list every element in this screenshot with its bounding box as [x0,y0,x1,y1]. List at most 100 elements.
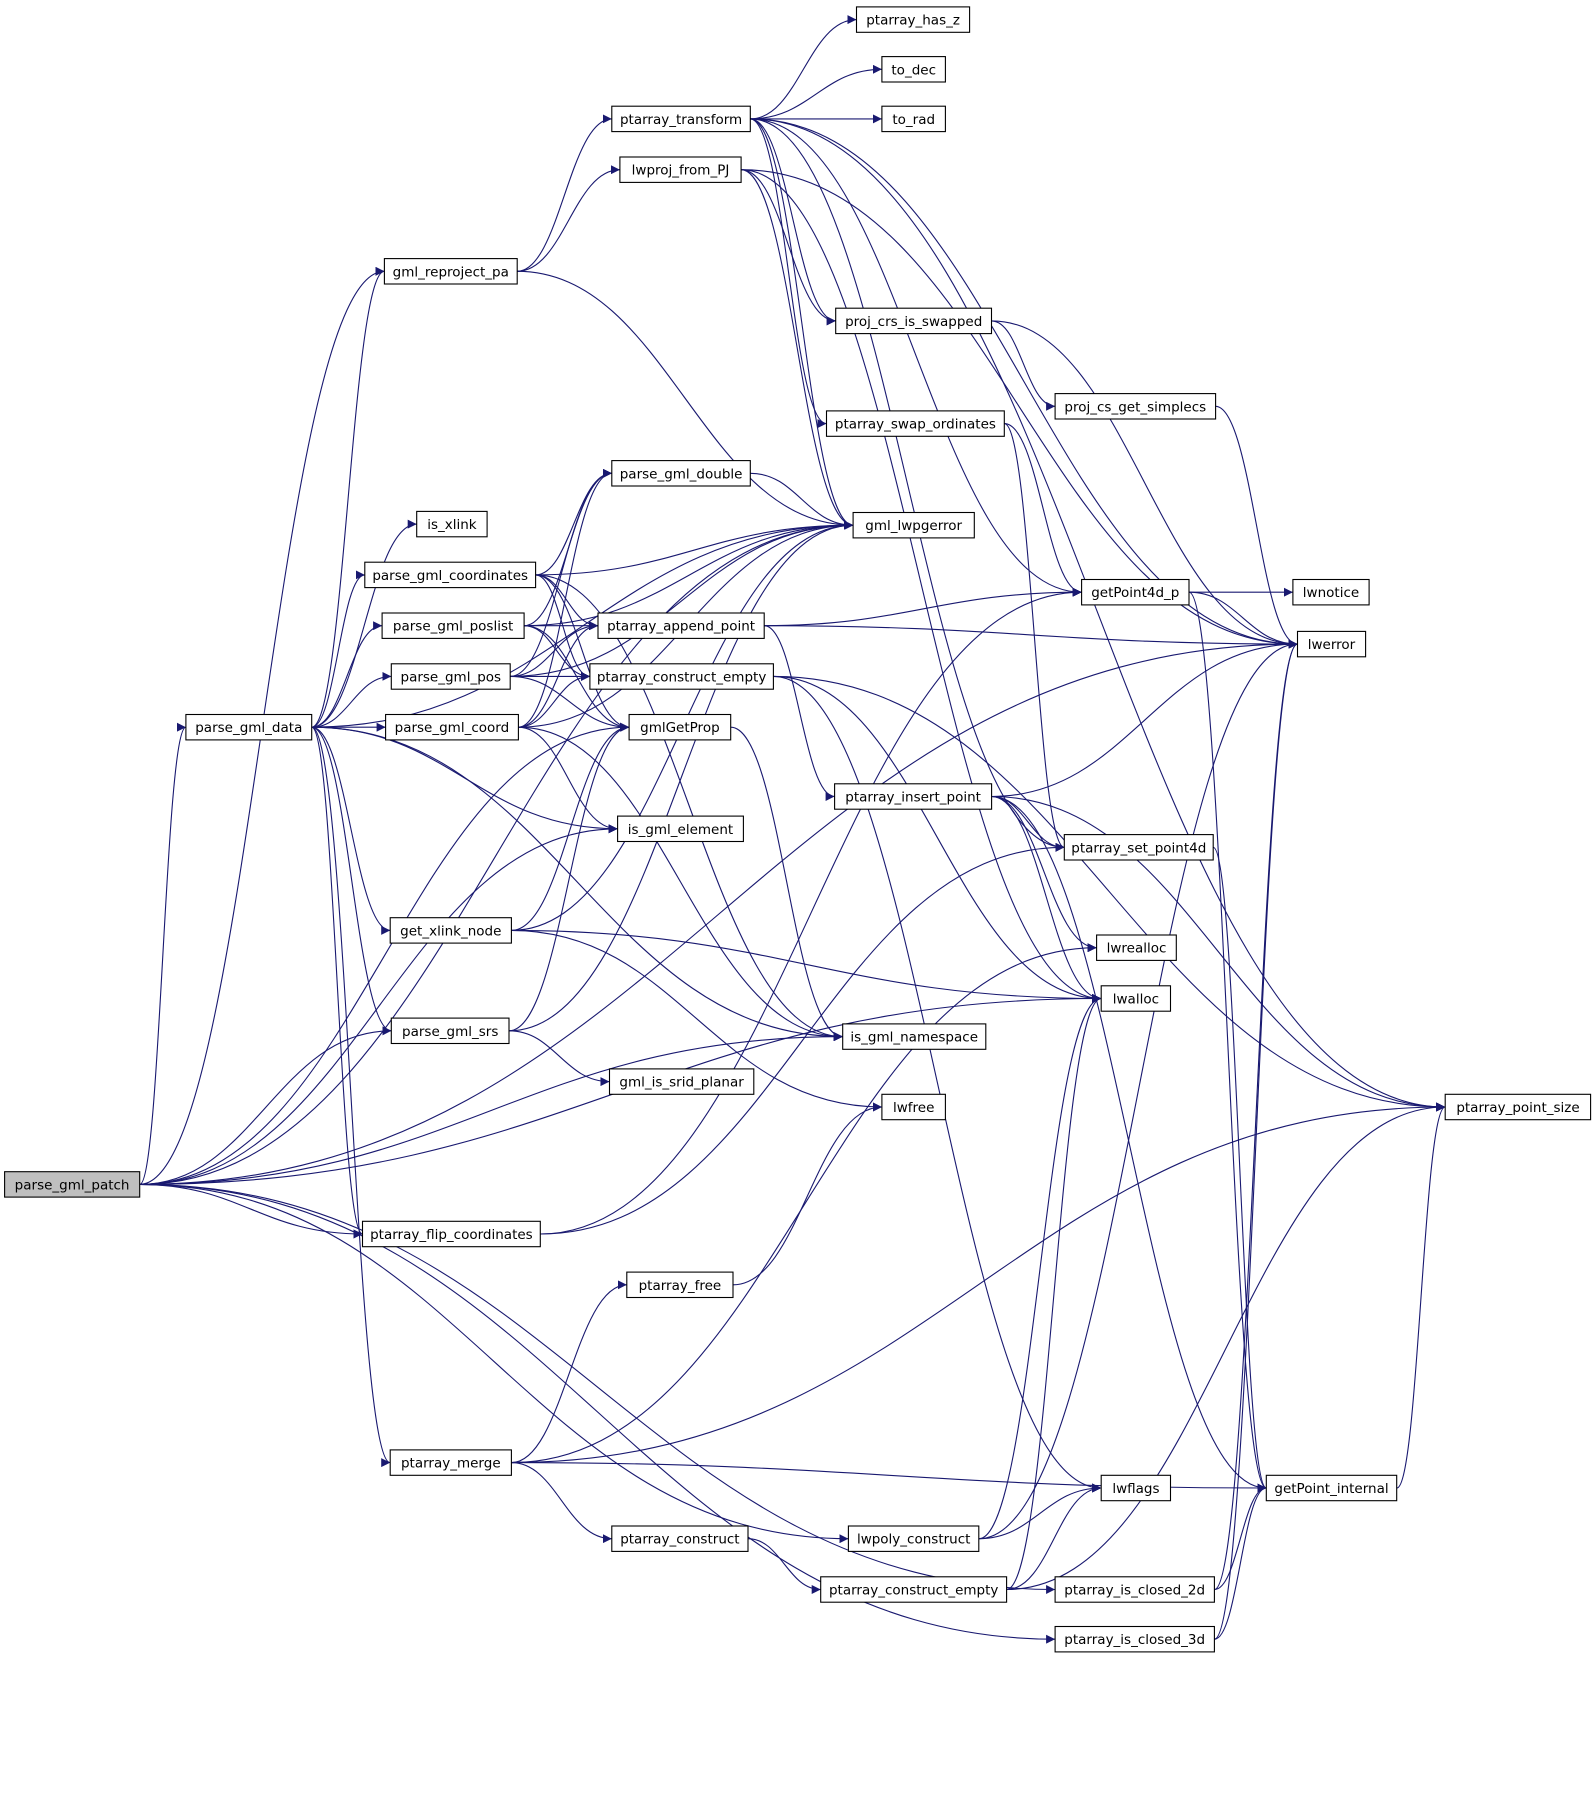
node-label: lwnotice [1303,585,1359,601]
node-lwrealloc[interactable]: lwrealloc [1096,934,1177,961]
node-lwfree[interactable]: lwfree [881,1093,946,1121]
node-box [1292,578,1370,606]
node-box [1265,1474,1398,1502]
edge-ptarray_construct_empty-to-lwalloc [773,675,1102,1003]
node-parse-gml-coordinates[interactable]: parse_gml_coordinates [364,561,537,589]
node-parse-gml-srs[interactable]: parse_gml_srs [390,1017,510,1045]
node-box [608,1068,755,1095]
edge-ptarray_transform-to-ptarray_point_size [750,118,1446,1112]
node-label: ptarray_flip_coordinates [370,1227,533,1243]
node-box [597,612,765,639]
node-label: ptarray_set_point4d [1071,840,1206,856]
node-label: ptarray_point_size [1456,1100,1579,1116]
node-ptarray-construct-empty-2[interactable]: ptarray_construct_empty [820,1576,1008,1603]
node-proj-crs-is-swapped[interactable]: proj_crs_is_swapped [835,307,993,335]
edge-parse_gml_coordinates-to-is_gml_namespace [535,574,843,1042]
edge-ptarray_is_closed_3d-to-lwerror [1213,639,1298,1640]
node-parse-gml-poslist[interactable]: parse_gml_poslist [381,612,525,639]
node-gml-lwpgerror[interactable]: gml_lwpgerror [852,511,975,539]
node-label: parse_gml_coord [395,720,510,736]
node-lwerror[interactable]: lwerror [1296,630,1367,658]
node-ptarray-point-size[interactable]: ptarray_point_size [1444,1093,1592,1121]
node-getPoint4d-p[interactable]: getPoint4d_p [1081,578,1190,606]
edge-parse_gml_data-to-parse_gml_coordinates [311,570,365,728]
edge-ptarray_construct_empty_2-to-lwflags [1006,1483,1102,1591]
edge-parse_gml_patch-to-is_gml_namespace [139,1032,843,1185]
node-label: gml_is_srid_planar [619,1075,744,1091]
node-box [611,460,751,487]
node-to-dec[interactable]: to_dec [881,56,946,83]
node-ptarray-flip-coordinates[interactable]: ptarray_flip_coordinates [361,1220,541,1248]
node-ptarray-construct-empty[interactable]: ptarray_construct_empty [589,663,774,690]
edge-gmlGetProp-to-is_gml_namespace [730,726,843,1042]
node-ptarray-append-point[interactable]: ptarray_append_point [597,612,765,639]
node-ptarray-insert-point[interactable]: ptarray_insert_point [834,783,993,810]
edge-parse_gml_data-to-get_xlink_node [311,726,391,935]
node-getPoint-internal[interactable]: getPoint_internal [1265,1474,1398,1502]
edge-ptarray_set_point4d-to-getPoint_internal [1212,846,1267,1493]
node-box [390,663,511,690]
node-ptarray-set-point4d[interactable]: ptarray_set_point4d [1063,834,1214,861]
node-is-gml-namespace[interactable]: is_gml_namespace [842,1023,987,1050]
node-label: parse_gml_poslist [393,619,513,635]
node-label: ptarray_swap_ordinates [835,417,996,433]
edge-ptarray_transform-to-ptarray_swap_ordinates [750,118,827,429]
node-parse-gml-patch[interactable]: parse_gml_patch [4,1171,141,1198]
edge-getPoint4d_p-to-lwerror [1188,591,1298,649]
node-ptarray-transform[interactable]: ptarray_transform [611,105,751,133]
node-gml-is-srid-planar[interactable]: gml_is_srid_planar [608,1068,755,1095]
edge-parse_gml_coord-to-ptarray_append_point [518,621,599,728]
node-lwpoly-construct[interactable]: lwpoly_construct [847,1525,980,1552]
edge-parse_gml_patch-to-ptarray_flip_coordinates [139,1183,363,1239]
node-layer: parse_gml_patch parse_gml_data gml_reproje… [4,6,1592,1653]
node-is-xlink[interactable]: is_xlink [416,510,488,538]
node-parse-gml-pos[interactable]: parse_gml_pos [390,663,511,690]
node-get-xlink-node[interactable]: get_xlink_node [389,917,512,944]
node-box [4,1171,141,1198]
node-ptarray-construct[interactable]: ptarray_construct [611,1525,749,1552]
node-lwproj-from-PJ[interactable]: lwproj_from_PJ [619,156,742,183]
edge-get_xlink_node-to-gmlGetProp [511,722,630,931]
node-ptarray-free[interactable]: ptarray_free [626,1271,734,1299]
node-label: parse_gml_pos [401,669,502,685]
edge-parse_gml_coord-to-ptarray_construct_empty [518,671,590,728]
node-ptarray-is-closed-2d[interactable]: ptarray_is_closed_2d [1054,1576,1215,1603]
node-gmlGetProp[interactable]: gmlGetProp [628,713,732,741]
node-label: parse_gml_srs [402,1024,498,1040]
node-box [390,1017,510,1045]
edge-layer [139,15,1446,1644]
node-box [1054,1576,1215,1603]
edge-ptarray_construct_empty-to-ptarray_point_size [773,675,1446,1112]
node-ptarray-swap-ordinates[interactable]: ptarray_swap_ordinates [825,410,1005,437]
node-lwflags[interactable]: lwflags [1100,1474,1172,1502]
node-to-rad[interactable]: to_rad [881,105,946,133]
edge-ptarray_transform-to-lwerror [750,118,1298,649]
node-is-gml-element[interactable]: is_gml_element [617,815,744,843]
edge-ptarray_construct_empty_2-to-ptarray_point_size [1006,1102,1446,1591]
node-ptarray-has-z[interactable]: ptarray_has_z [855,6,971,33]
node-box [1096,934,1177,961]
edge-ptarray_append_point-to-lwerror [764,625,1298,649]
node-box [628,713,732,741]
edge-ptarray_transform-to-gml_lwpgerror [750,118,854,530]
node-box [1054,1625,1215,1653]
node-parse-gml-coord[interactable]: parse_gml_coord [385,713,519,741]
node-label: getPoint4d_p [1091,585,1179,601]
node-label: ptarray_append_point [607,619,755,635]
edge-ptarray_merge-to-ptarray_free [511,1280,627,1464]
node-proj-cs-get-simplecs[interactable]: proj_cs_get_simplecs [1054,393,1217,420]
node-ptarray-merge[interactable]: ptarray_merge [389,1449,512,1476]
node-parse-gml-data[interactable]: parse_gml_data [185,713,313,741]
edge-parse_gml_data-to-ptarray_merge [311,726,391,1467]
node-parse-gml-double[interactable]: parse_gml_double [611,460,751,487]
node-lwnotice[interactable]: lwnotice [1292,578,1370,606]
node-box [835,307,993,335]
edge-ptarray_transform-to-ptarray_has_z [750,15,857,120]
node-box [881,105,946,133]
node-gml-reproject-pa[interactable]: gml_reproject_pa [383,258,518,285]
node-ptarray-is-closed-3d[interactable]: ptarray_is_closed_3d [1054,1625,1215,1653]
node-lwalloc[interactable]: lwalloc [1100,985,1172,1012]
edge-parse_gml_coord-to-is_gml_namespace [518,726,843,1042]
node-label: is_gml_namespace [850,1030,978,1046]
